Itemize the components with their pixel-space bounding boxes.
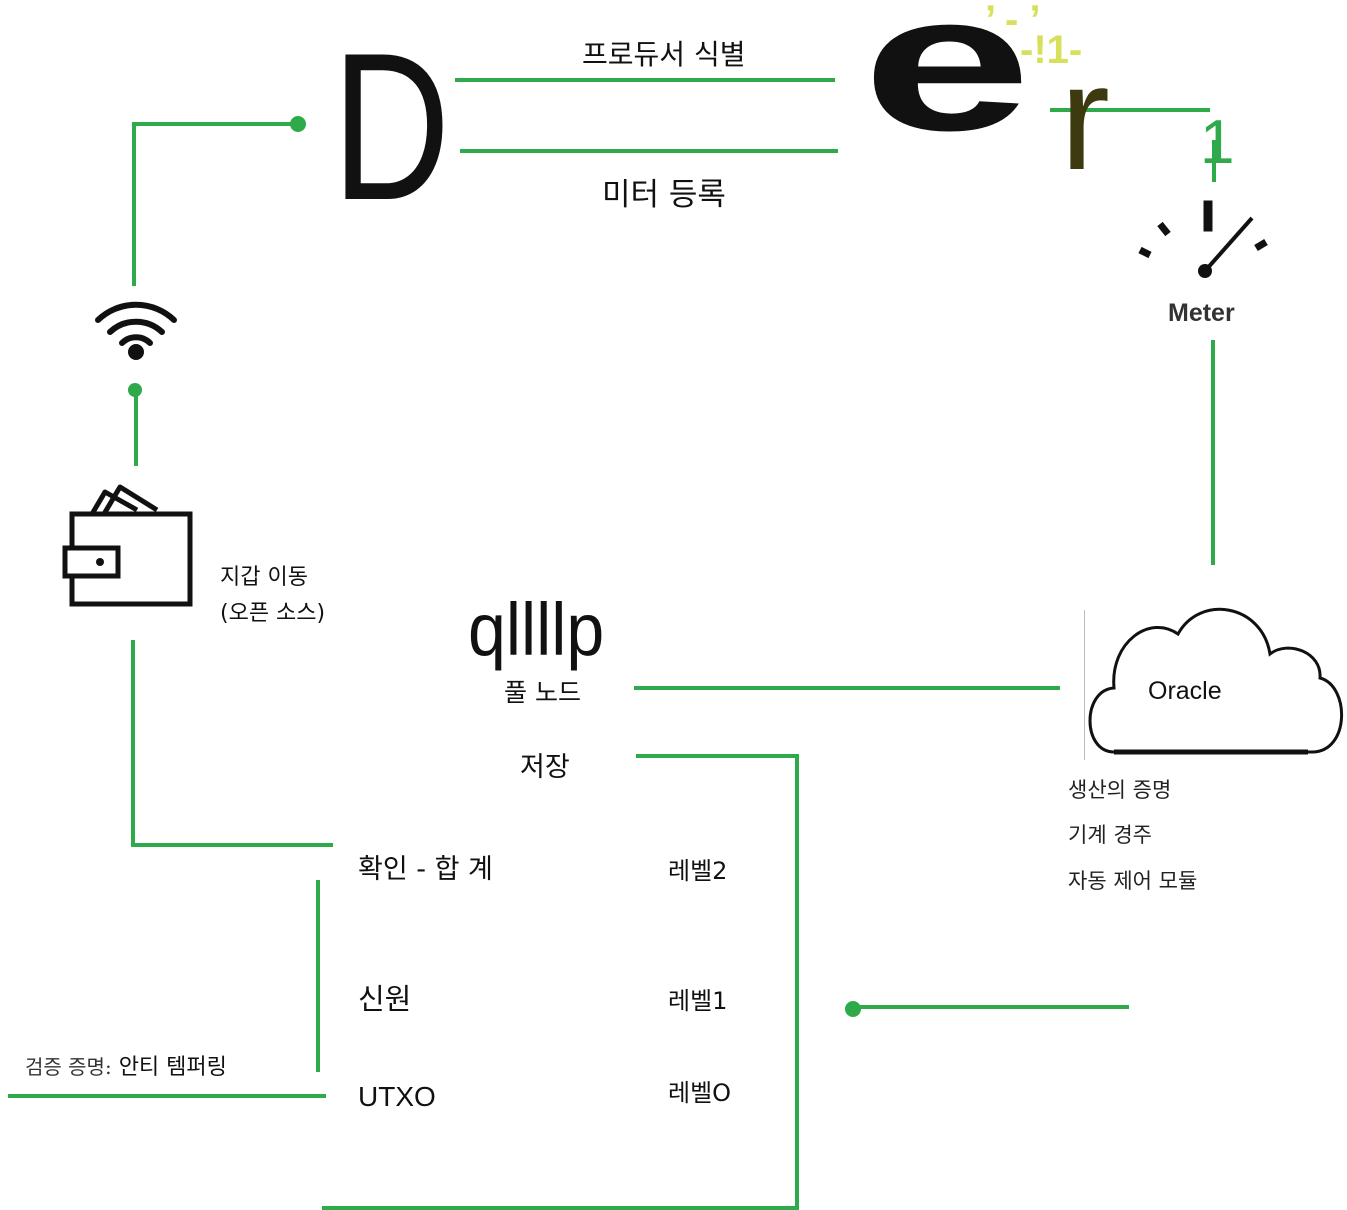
- wallet-label-line2: (오픈 소스): [220, 601, 326, 626]
- wallet-label-line1: 지갑 이동: [220, 565, 308, 590]
- proof-prefix: 검증 증명:: [25, 1055, 112, 1079]
- proof-label: 검증 증명: 안티 템퍼링: [25, 1053, 227, 1083]
- logo-accent-one: 1: [1200, 108, 1235, 177]
- stack-row-name: 확인 - 합 계: [358, 854, 493, 885]
- fullnode-label: 풀 노드: [504, 678, 581, 707]
- connector-stack-left-v: [316, 880, 320, 1072]
- stack-row-level: 레벨O: [668, 1079, 732, 1107]
- cloud-icon: [1088, 607, 1343, 755]
- logo-letter-r: r: [1060, 33, 1110, 201]
- stack-row-level: 레벨2: [668, 857, 728, 885]
- oracle-label: Oracle: [1148, 677, 1222, 705]
- fullnode-glyph: qllllp: [468, 588, 605, 671]
- connector-top-lower: [460, 149, 838, 153]
- producer-label: 프로듀서 식별: [582, 38, 746, 71]
- connector-wallet-to-stack: [131, 843, 333, 847]
- connector-wifi-to-d-h: [133, 122, 299, 126]
- proof-text: 안티 템퍼링: [111, 1055, 227, 1080]
- connector-r-to-meter-v: [1212, 140, 1216, 182]
- oracle-divider: [1084, 610, 1085, 760]
- stack-row-name: 신원: [358, 982, 412, 1016]
- connector-bottom-h: [322, 1206, 799, 1210]
- connector-right-h: [853, 1005, 1129, 1009]
- connector-dot-d: [290, 116, 306, 132]
- connector-wallet-down: [131, 640, 135, 846]
- connector-proof-line: [8, 1094, 326, 1098]
- wallet-icon: [62, 484, 193, 607]
- oracle-feature: 자동 제어 모듈: [1068, 869, 1198, 893]
- wifi-icon: [95, 301, 177, 360]
- connector-storage-h: [636, 754, 798, 758]
- meter-label: Meter: [1168, 299, 1235, 327]
- oracle-feature: 생산의 증명: [1068, 778, 1172, 802]
- connector-oracle-to-fullnode: [634, 686, 1060, 690]
- meter-register-label: 미터 등록: [602, 177, 726, 213]
- logo-letter-d: D: [332, 9, 451, 244]
- connector-meter-to-oracle: [1211, 340, 1215, 565]
- connector-wifi-to-wallet: [134, 392, 138, 466]
- oracle-feature: 기계 경주: [1068, 823, 1152, 847]
- stack-row-level: 레벨1: [668, 987, 728, 1015]
- logo-letter-e: e: [862, 0, 1032, 171]
- fullnode-storage: 저장: [520, 752, 570, 783]
- meter-icon: [1138, 200, 1268, 278]
- connector-top-upper: [455, 78, 835, 82]
- connector-dot-wifi: [128, 383, 142, 397]
- connector-r-to-meter-h: [1050, 108, 1210, 112]
- logo-accent-marks: ’ ‐ ’: [985, 0, 1041, 42]
- connector-wifi-to-d-v: [132, 122, 136, 286]
- stack-row-name: UTXO: [358, 1081, 436, 1112]
- logo-accent-dash: -!1-: [1020, 28, 1083, 72]
- connector-dot-right: [845, 1001, 861, 1017]
- connector-storage-v: [795, 754, 799, 1210]
